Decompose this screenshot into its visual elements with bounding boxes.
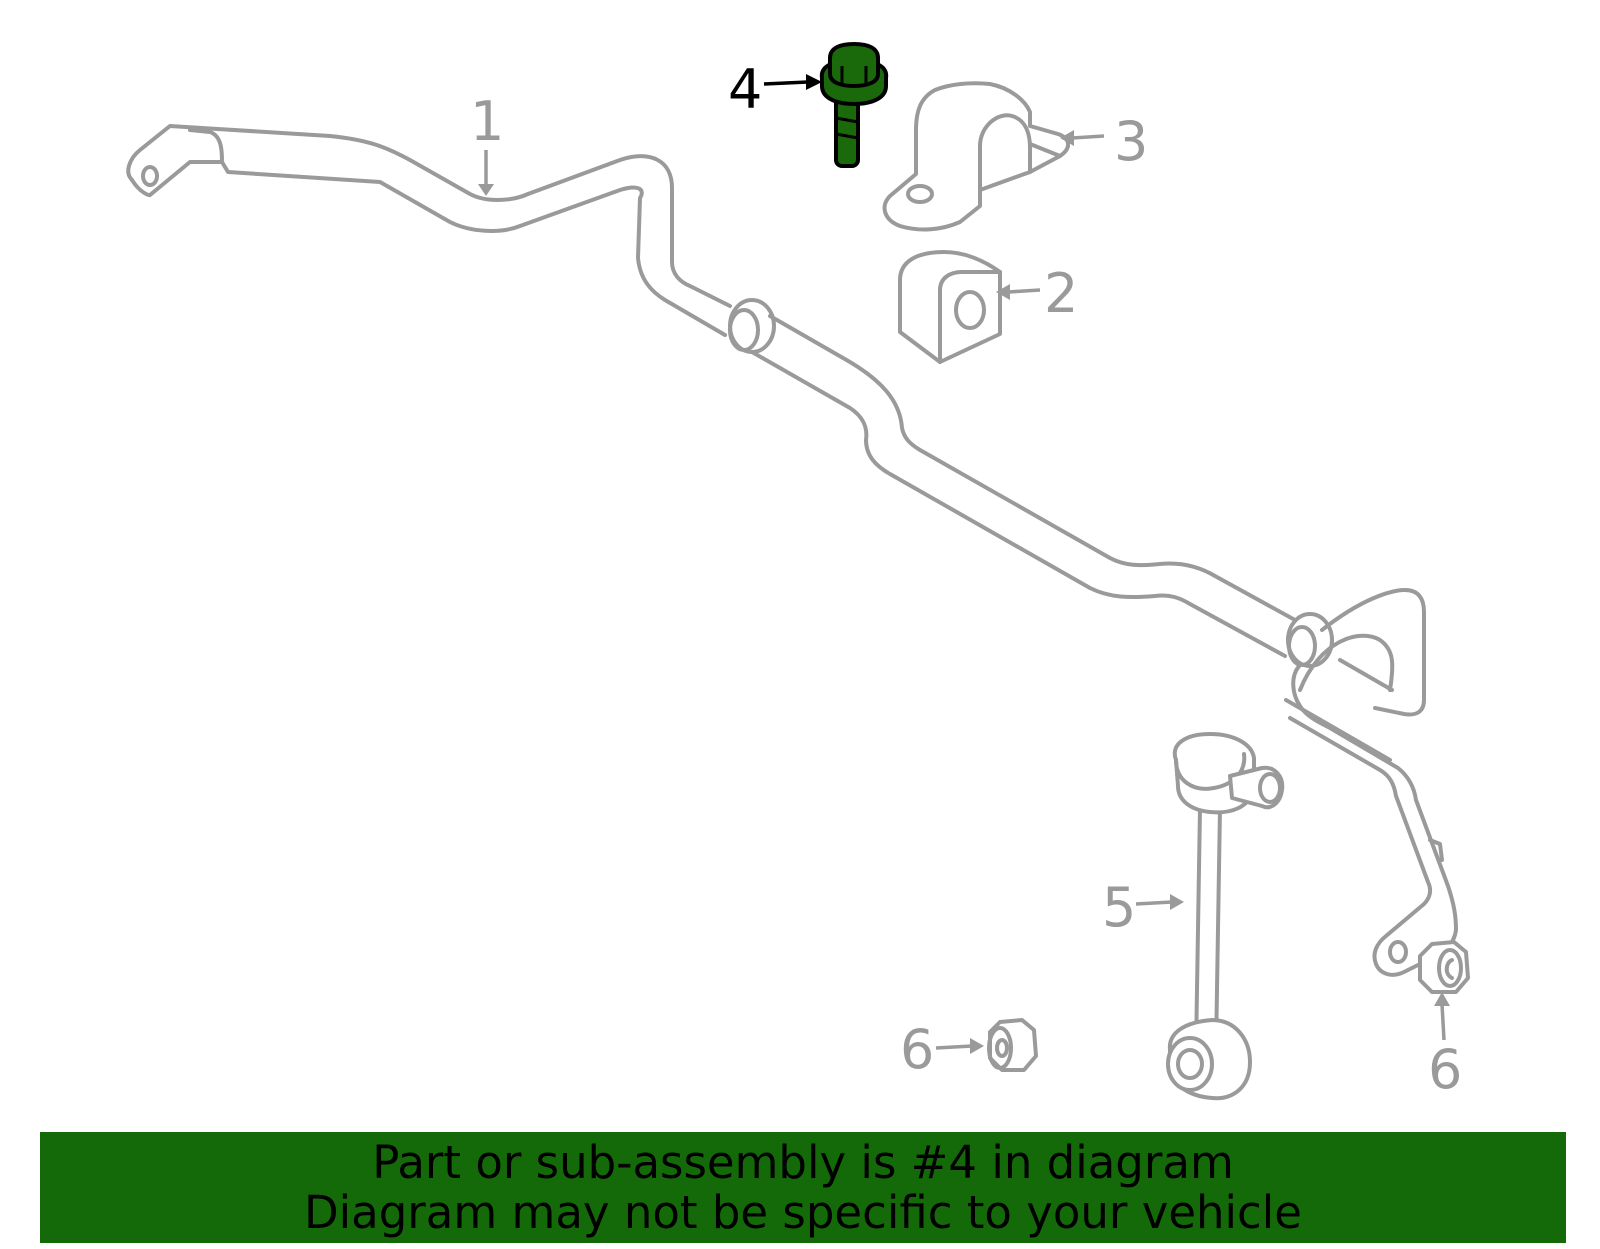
bushing[interactable] bbox=[898, 250, 1002, 364]
nut-left[interactable] bbox=[987, 1018, 1038, 1072]
callout-1: 1 bbox=[470, 90, 504, 153]
banner-line-1: Part or sub-assembly is #4 in diagram bbox=[372, 1135, 1234, 1189]
leader-arrow-5 bbox=[1135, 894, 1184, 910]
stabilizer-bar[interactable] bbox=[126, 124, 1458, 977]
leader-arrow-6b bbox=[1434, 992, 1450, 1041]
callout-4: 4 bbox=[728, 58, 762, 121]
nut-right[interactable] bbox=[1418, 940, 1470, 994]
bolt[interactable] bbox=[819, 42, 889, 168]
leader-arrow-4 bbox=[763, 74, 822, 90]
leader-arrow-1 bbox=[478, 150, 494, 196]
callout-6-left: 6 bbox=[900, 1018, 934, 1081]
banner-line-2: Diagram may not be specific to your vehi… bbox=[304, 1185, 1302, 1239]
callout-3: 3 bbox=[1114, 110, 1148, 173]
bracket[interactable] bbox=[882, 81, 1070, 232]
leader-arrow-3 bbox=[1060, 130, 1105, 146]
callout-2: 2 bbox=[1044, 262, 1078, 325]
callout-6-right: 6 bbox=[1428, 1038, 1462, 1101]
leader-arrow-2 bbox=[996, 284, 1041, 300]
leader-arrow-6a bbox=[935, 1038, 984, 1054]
info-banner: Part or sub-assembly is #4 in diagram Di… bbox=[40, 1132, 1566, 1243]
callout-5: 5 bbox=[1102, 876, 1136, 939]
stabilizer-link[interactable] bbox=[1166, 732, 1285, 1101]
